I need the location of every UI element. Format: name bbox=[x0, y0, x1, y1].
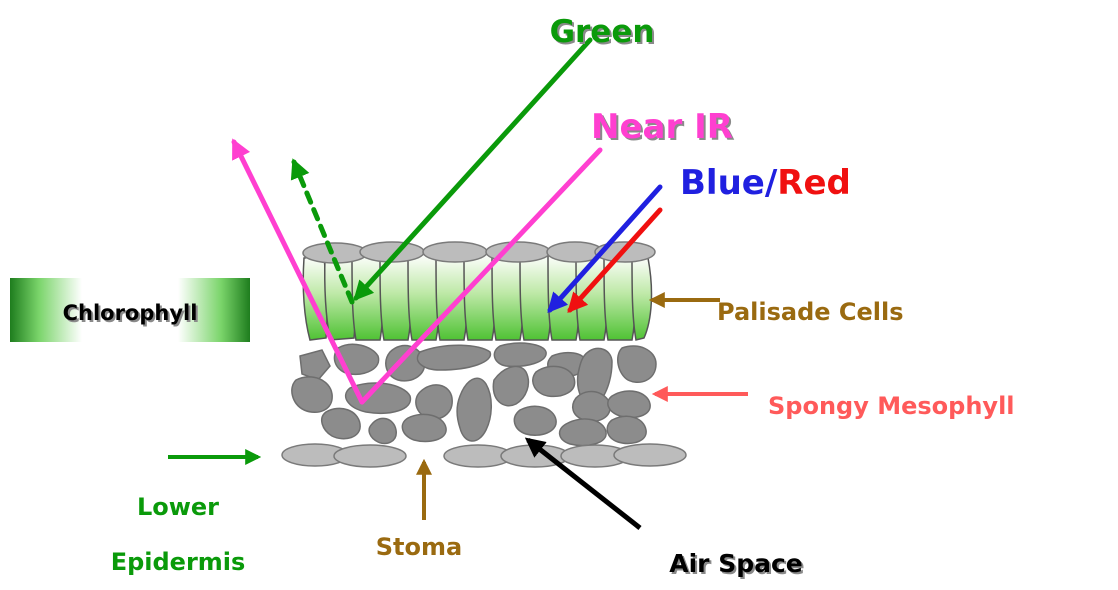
red-label: Red bbox=[777, 163, 851, 203]
green-label: Green bbox=[550, 14, 655, 50]
blue-red-label: Blue/Red bbox=[680, 163, 851, 203]
epidermis-label: Epidermis bbox=[111, 548, 246, 576]
stoma-label: Stoma bbox=[376, 533, 462, 561]
lower-epidermis-cells bbox=[282, 444, 686, 467]
chlorophyll-box: Chlorophyll Chlorophyll bbox=[10, 278, 250, 342]
lower-label: Lower bbox=[137, 493, 219, 521]
air-space-label: Air Space bbox=[669, 549, 803, 578]
blue-label: Blue bbox=[680, 163, 765, 203]
chlorophyll-label: Chlorophyll bbox=[63, 301, 198, 325]
slash-label: / bbox=[765, 163, 778, 203]
near-ir-label: Near IR bbox=[591, 107, 733, 147]
palisade-cells-label: Palisade Cells bbox=[717, 298, 904, 326]
spongy-mesophyll-label: Spongy Mesophyll bbox=[768, 392, 1015, 420]
spongy-mesophyll-cells bbox=[292, 343, 656, 445]
